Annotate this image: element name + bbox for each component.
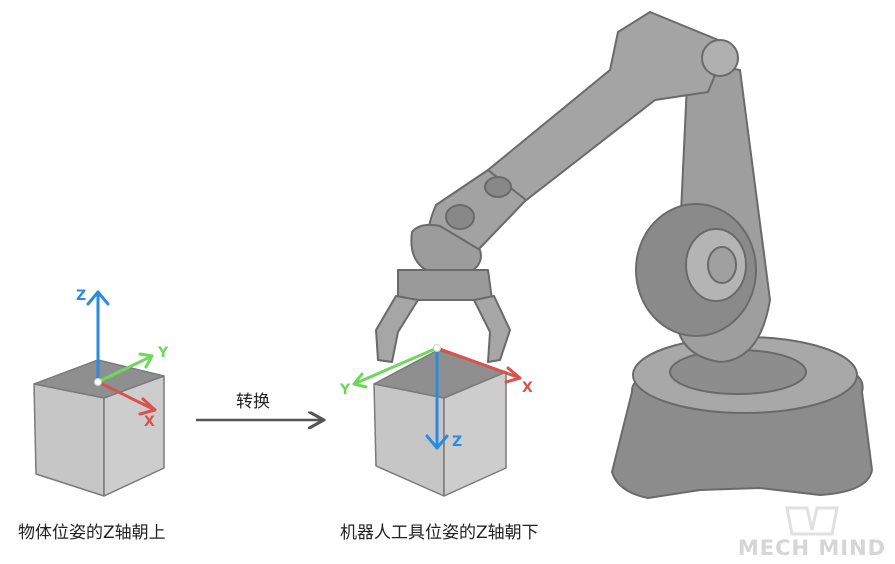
left-y-label: Y bbox=[157, 345, 169, 361]
robot-gripper-finger-left bbox=[375, 295, 419, 363]
right-x-axis bbox=[435, 346, 522, 380]
left-z-label: Z bbox=[76, 288, 86, 304]
left-caption: 物体位姿的Z轴朝上 bbox=[18, 523, 166, 543]
right-cube-front-left bbox=[373, 383, 445, 497]
robot-gripper-finger-right bbox=[473, 295, 511, 363]
robot-arm bbox=[375, 11, 873, 499]
left-z-arrowhead bbox=[86, 290, 110, 306]
right-cube bbox=[373, 349, 507, 497]
right-z-arrowhead bbox=[425, 434, 449, 450]
right-x-arrowhead bbox=[504, 366, 522, 384]
left-axes bbox=[86, 290, 157, 416]
right-axes bbox=[352, 344, 522, 450]
right-x-label: X bbox=[522, 380, 533, 396]
right-caption: 机器人工具位姿的Z轴朝下 bbox=[340, 523, 539, 543]
left-cube-front-left bbox=[33, 383, 105, 497]
right-y-axis bbox=[352, 346, 439, 386]
transform-label: 转换 bbox=[236, 392, 270, 412]
left-y-axis bbox=[96, 354, 154, 384]
robot-upper-arm bbox=[487, 11, 729, 206]
robot-gripper-body bbox=[397, 269, 493, 301]
right-y-label: Y bbox=[339, 382, 351, 398]
robot-elbow-top bbox=[701, 39, 739, 77]
watermark-logo bbox=[785, 506, 839, 536]
right-origin bbox=[433, 344, 441, 352]
left-cube-front-right bbox=[103, 375, 165, 497]
right-z-label: Z bbox=[452, 434, 462, 450]
right-cube-front-right bbox=[443, 371, 507, 497]
left-x-label: X bbox=[144, 414, 155, 430]
left-x-axis bbox=[96, 380, 157, 412]
left-x-arrowhead bbox=[138, 397, 157, 416]
watermark: MECH MIND bbox=[737, 500, 887, 560]
left-origin bbox=[94, 378, 102, 386]
watermark-text: MECH MIND bbox=[737, 536, 887, 560]
right-y-arrowhead bbox=[352, 372, 368, 389]
robot-wrist bbox=[410, 223, 482, 273]
left-cube bbox=[33, 359, 165, 497]
left-y-arrowhead bbox=[138, 352, 154, 369]
